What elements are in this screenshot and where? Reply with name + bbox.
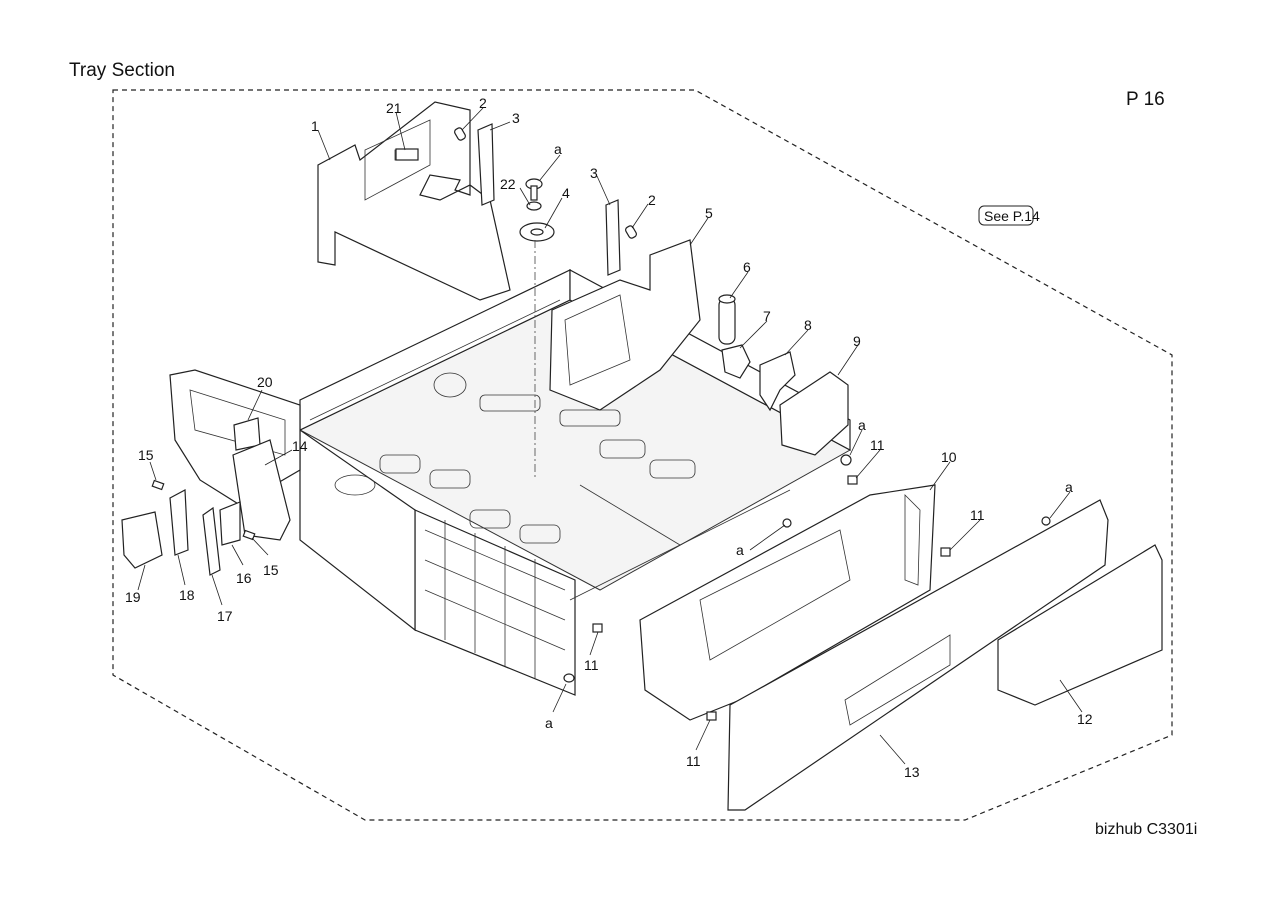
part-21-label[interactable] [395, 148, 419, 161]
callout-21: 21 [386, 100, 402, 116]
callout-3-lower: 3 [590, 165, 598, 181]
callout-12: 12 [1077, 711, 1093, 727]
see-page-label: See P.14 [984, 208, 1040, 224]
callout-11-mid: 11 [970, 507, 985, 523]
page-title: Tray Section [69, 60, 175, 81]
part-7-lever[interactable] [721, 344, 751, 379]
part-6-shaft[interactable] [718, 294, 736, 345]
callout-20: 20 [257, 374, 273, 390]
part-15-spring-lower[interactable] [242, 529, 256, 541]
callout-18: 18 [179, 587, 195, 603]
callout-11-left: 11 [584, 657, 599, 673]
part-5-side-guide[interactable] [549, 239, 701, 411]
part-9-guide-block[interactable] [779, 371, 849, 456]
part-4-gear[interactable] [519, 222, 555, 242]
callout-22: 22 [500, 176, 516, 192]
screw-a-bottom[interactable] [563, 673, 575, 683]
callout-11-bottom: 11 [686, 753, 701, 769]
callout-16: 16 [236, 570, 252, 586]
screw-a-right-upper[interactable] [840, 454, 852, 466]
callout-a-right: a [858, 417, 866, 433]
part-15-spring-upper[interactable] [151, 479, 165, 491]
part-17-strip[interactable] [202, 506, 221, 576]
part-18-holder[interactable] [169, 489, 189, 556]
part-8-lock[interactable] [759, 351, 796, 412]
callout-a-bottom: a [545, 715, 553, 731]
part-11-pad-mid[interactable] [940, 547, 951, 557]
callout-a-top: a [554, 141, 562, 157]
callout-6: 6 [743, 259, 751, 275]
part-16-bracket[interactable] [219, 501, 241, 546]
part-2-pin-lower[interactable] [625, 225, 638, 239]
part-22-screw[interactable] [525, 178, 543, 211]
callout-2-upper: 2 [479, 95, 487, 111]
callout-9: 9 [853, 333, 861, 349]
callout-1: 1 [311, 118, 319, 134]
leader-lines [137, 107, 1083, 765]
screw-a-panel[interactable] [1041, 516, 1051, 526]
callout-2-lower: 2 [648, 192, 656, 208]
callout-11-right: 11 [870, 437, 885, 453]
callout-15-upper: 15 [138, 447, 154, 463]
part-12-cover[interactable] [997, 544, 1163, 706]
callout-14: 14 [292, 438, 308, 454]
callout-10: 10 [941, 449, 957, 465]
callout-15-lower: 15 [263, 562, 279, 578]
model-name: bizhub C3301i [1095, 821, 1198, 838]
part-11-pad-right[interactable] [847, 475, 858, 485]
part-2-pin-upper[interactable] [454, 127, 467, 141]
callout-8: 8 [804, 317, 812, 333]
part-3-bracket-upper[interactable] [477, 123, 495, 206]
callout-17: 17 [217, 608, 233, 624]
see-page-reference[interactable]: See P.14 [978, 205, 1040, 226]
part-14-plate[interactable] [232, 439, 291, 541]
callout-a-panel: a [1065, 479, 1073, 495]
part-19-cover[interactable] [121, 511, 163, 569]
callout-7: 7 [763, 308, 771, 324]
part-11-pad-bottom[interactable] [706, 711, 717, 721]
callout-a-frame: a [736, 542, 744, 558]
part-10-front-frame[interactable] [639, 484, 936, 721]
callout-3-upper: 3 [512, 110, 520, 126]
callout-13: 13 [904, 764, 920, 780]
part-13-front-panel[interactable] [727, 499, 1109, 811]
part-3-bracket-lower[interactable] [605, 199, 621, 276]
part-11-pad-left[interactable] [592, 623, 603, 633]
callout-4: 4 [562, 185, 570, 201]
callout-5: 5 [705, 205, 713, 221]
page-number: P 16 [1126, 89, 1165, 110]
callout-19: 19 [125, 589, 141, 605]
